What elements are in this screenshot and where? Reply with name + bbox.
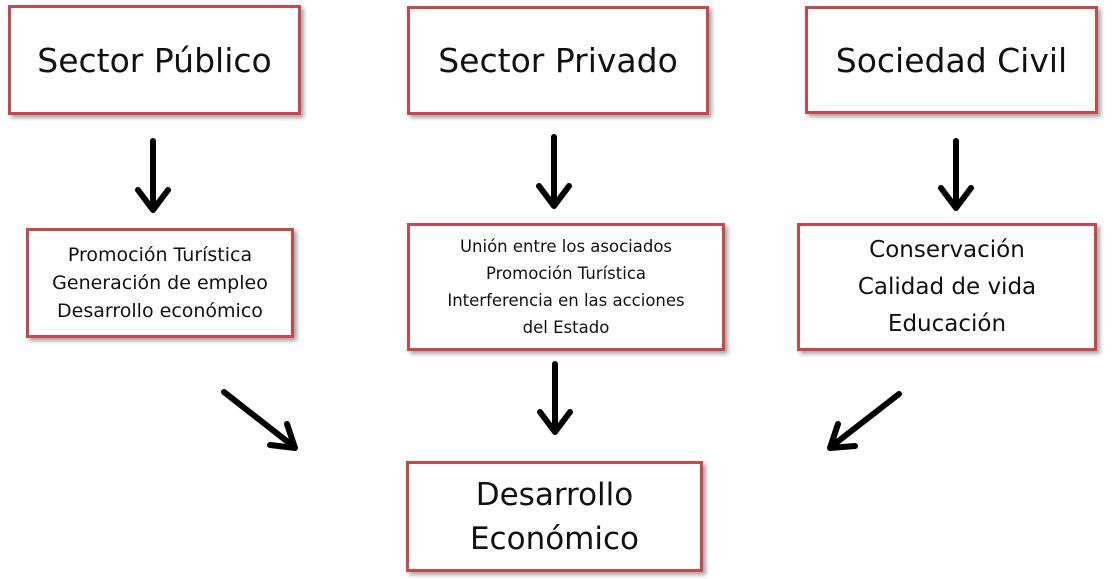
effect-line: Interferencia en las acciones: [447, 291, 685, 310]
sector-publico-box: Sector Público: [8, 5, 301, 115]
arrow-down-to-result: [537, 361, 573, 435]
sociedad-civil-box: Sociedad Civil: [805, 6, 1098, 114]
sociedad-civil-label: Sociedad Civil: [835, 40, 1068, 80]
arrow-diagonal-left: [221, 389, 298, 451]
arrow-down-privado: [536, 134, 572, 209]
sector-privado-effects-text: Unión entre los asociados Promoción Turí…: [447, 233, 684, 341]
sector-privado-box: Sector Privado: [407, 6, 709, 115]
effect-line: Promoción Turística: [485, 264, 646, 283]
arrow-diagonal-right: [827, 391, 902, 451]
sector-publico-effects-box: Promoción Turística Generación de empleo…: [26, 228, 294, 338]
effect-line: Promoción Turística: [67, 244, 253, 266]
arrow-down-sociedad: [938, 138, 974, 211]
result-line: Desarrollo: [475, 476, 634, 513]
sector-publico-label: Sector Público: [37, 40, 272, 80]
sector-privado-label: Sector Privado: [438, 41, 678, 80]
effect-line: Generación de empleo: [52, 272, 268, 294]
arrow-down-publico: [135, 138, 171, 213]
sociedad-civil-effects-text: Conservación Calidad de vida Educación: [858, 232, 1036, 343]
desarrollo-economico-box: Desarrollo Económico: [406, 461, 703, 572]
effect-line: Conservación: [869, 236, 1025, 263]
sector-publico-effects-text: Promoción Turística Generación de empleo…: [52, 241, 268, 325]
desarrollo-economico-text: Desarrollo Económico: [470, 473, 639, 561]
result-line: Económico: [469, 520, 640, 557]
effect-line: Unión entre los asociados: [459, 237, 673, 256]
sector-privado-effects-box: Unión entre los asociados Promoción Turí…: [407, 223, 725, 351]
effect-line: Educación: [887, 310, 1007, 337]
effect-line: Desarrollo económico: [57, 300, 263, 322]
sociedad-civil-effects-box: Conservación Calidad de vida Educación: [797, 223, 1097, 351]
effect-line: del Estado: [522, 318, 610, 337]
effect-line: Calidad de vida: [857, 273, 1037, 300]
